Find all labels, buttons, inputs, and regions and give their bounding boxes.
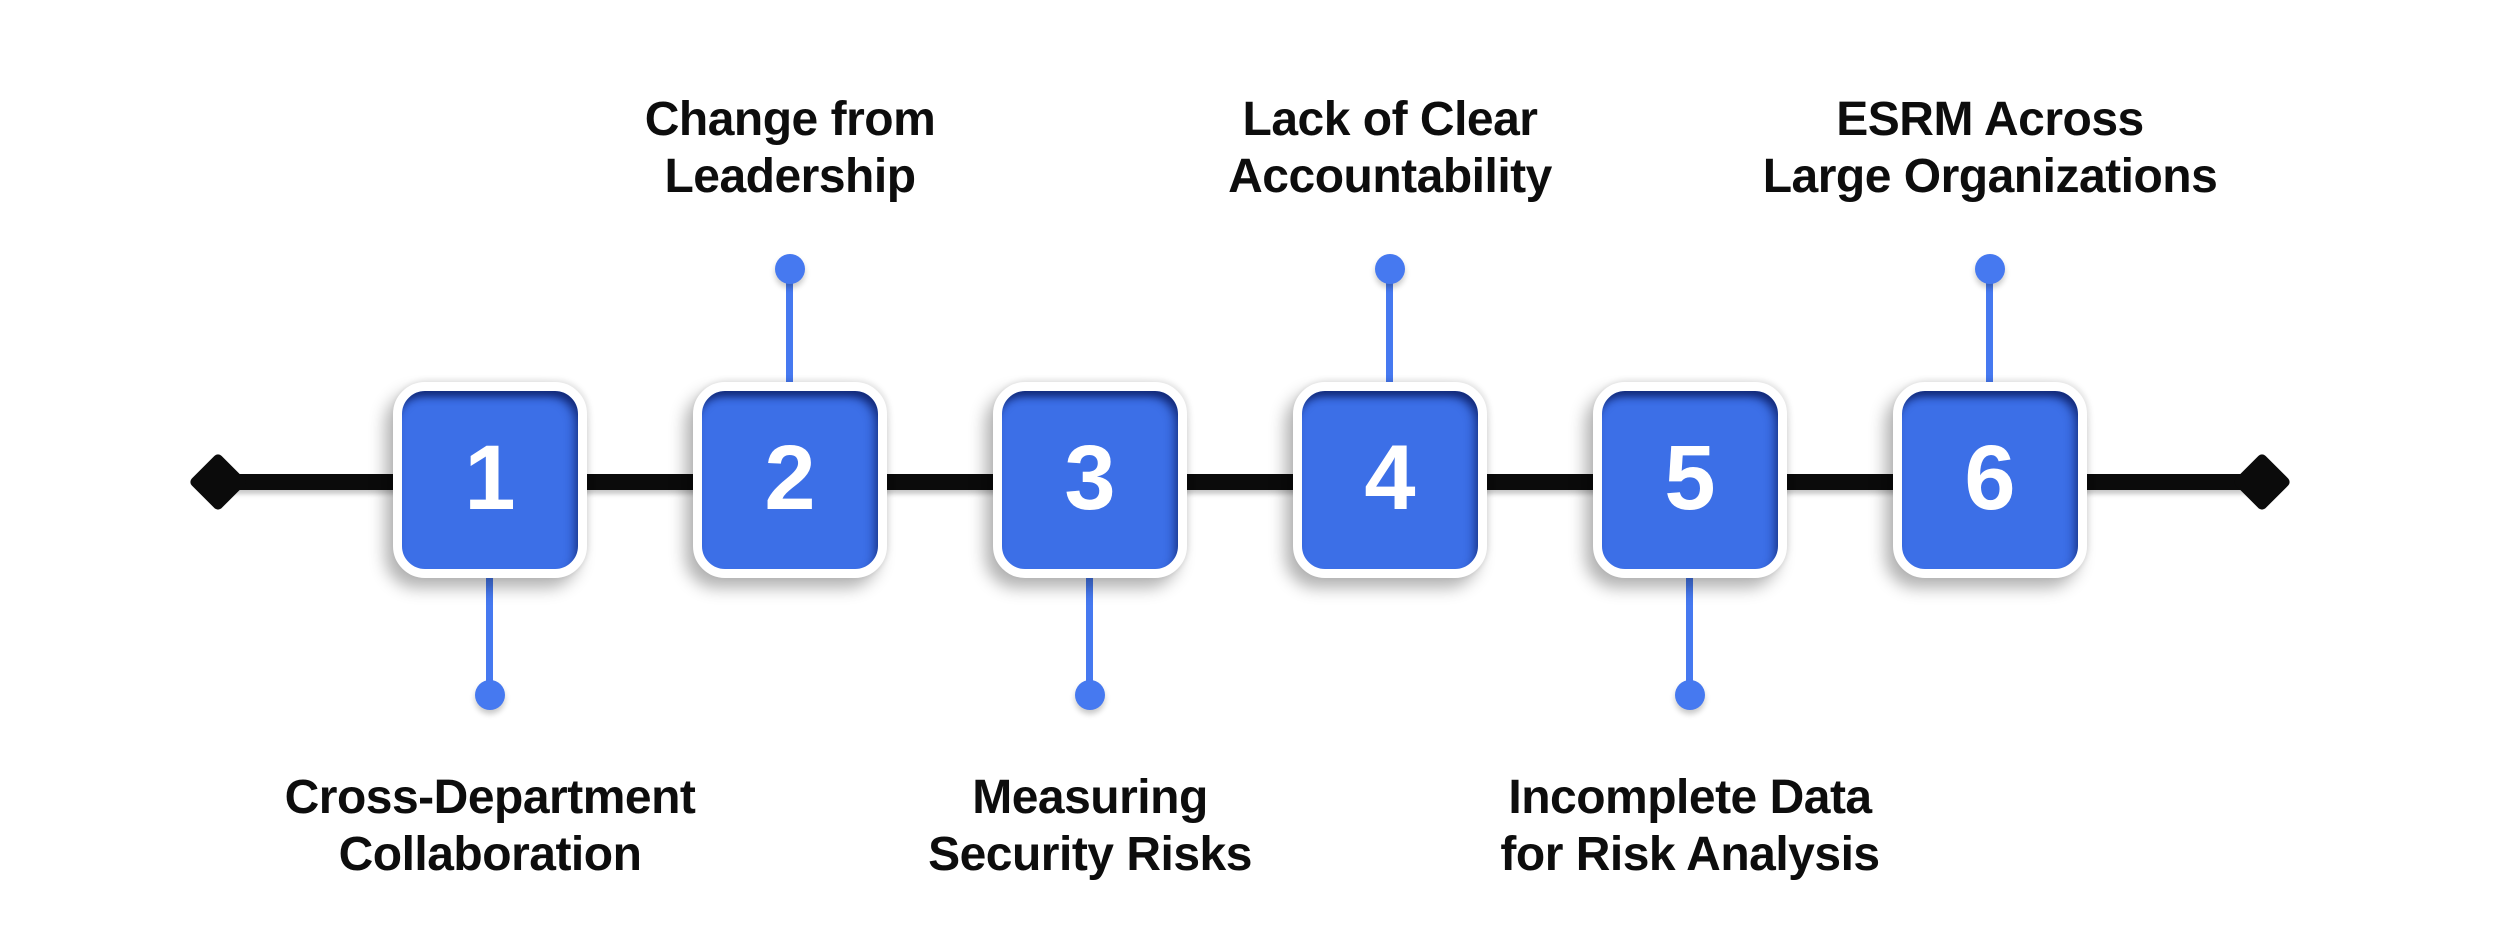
step-5-number: 5 <box>1664 427 1716 529</box>
step-6-number-box: 6 <box>1893 382 2087 578</box>
step-1-label: Cross-Department Collaboration <box>284 771 696 881</box>
step-4-connector-line <box>1386 269 1393 386</box>
step-4-number: 4 <box>1364 427 1416 529</box>
step-6-connector-dot-icon <box>1975 254 2005 284</box>
step-1-connector-dot-icon <box>475 680 505 710</box>
step-5-connector-dot-icon <box>1675 680 1705 710</box>
step-5-number-box: 5 <box>1593 382 1787 578</box>
step-5-connector-line <box>1686 574 1693 695</box>
step-2-label: Change from Leadership <box>644 93 936 203</box>
step-6-number: 6 <box>1964 427 2016 529</box>
step-4-number-box: 4 <box>1293 382 1487 578</box>
timeline-start-diamond-icon <box>188 452 248 512</box>
step-6-label: ESRM Across Large Organizations <box>1762 93 2218 203</box>
step-5-label: Incomplete Data for Risk Analysis <box>1500 771 1880 881</box>
step-2-connector-dot-icon <box>775 254 805 284</box>
step-1-connector-line <box>486 574 493 695</box>
step-3-connector-dot-icon <box>1075 680 1105 710</box>
step-3-number: 3 <box>1064 427 1116 529</box>
step-3-label: Measuring Security Risks <box>928 771 1252 881</box>
step-1-number-box: 1 <box>393 382 587 578</box>
step-2-number: 2 <box>764 427 816 529</box>
timeline-end-diamond-icon <box>2232 452 2292 512</box>
step-3-number-box: 3 <box>993 382 1187 578</box>
step-2-connector-line <box>786 269 793 386</box>
step-2-number-box: 2 <box>693 382 887 578</box>
step-3-connector-line <box>1086 574 1093 695</box>
step-6-connector-line <box>1986 269 1993 386</box>
step-4-connector-dot-icon <box>1375 254 1405 284</box>
step-1-number: 1 <box>464 427 516 529</box>
step-4-label: Lack of Clear Accountability <box>1228 93 1552 203</box>
